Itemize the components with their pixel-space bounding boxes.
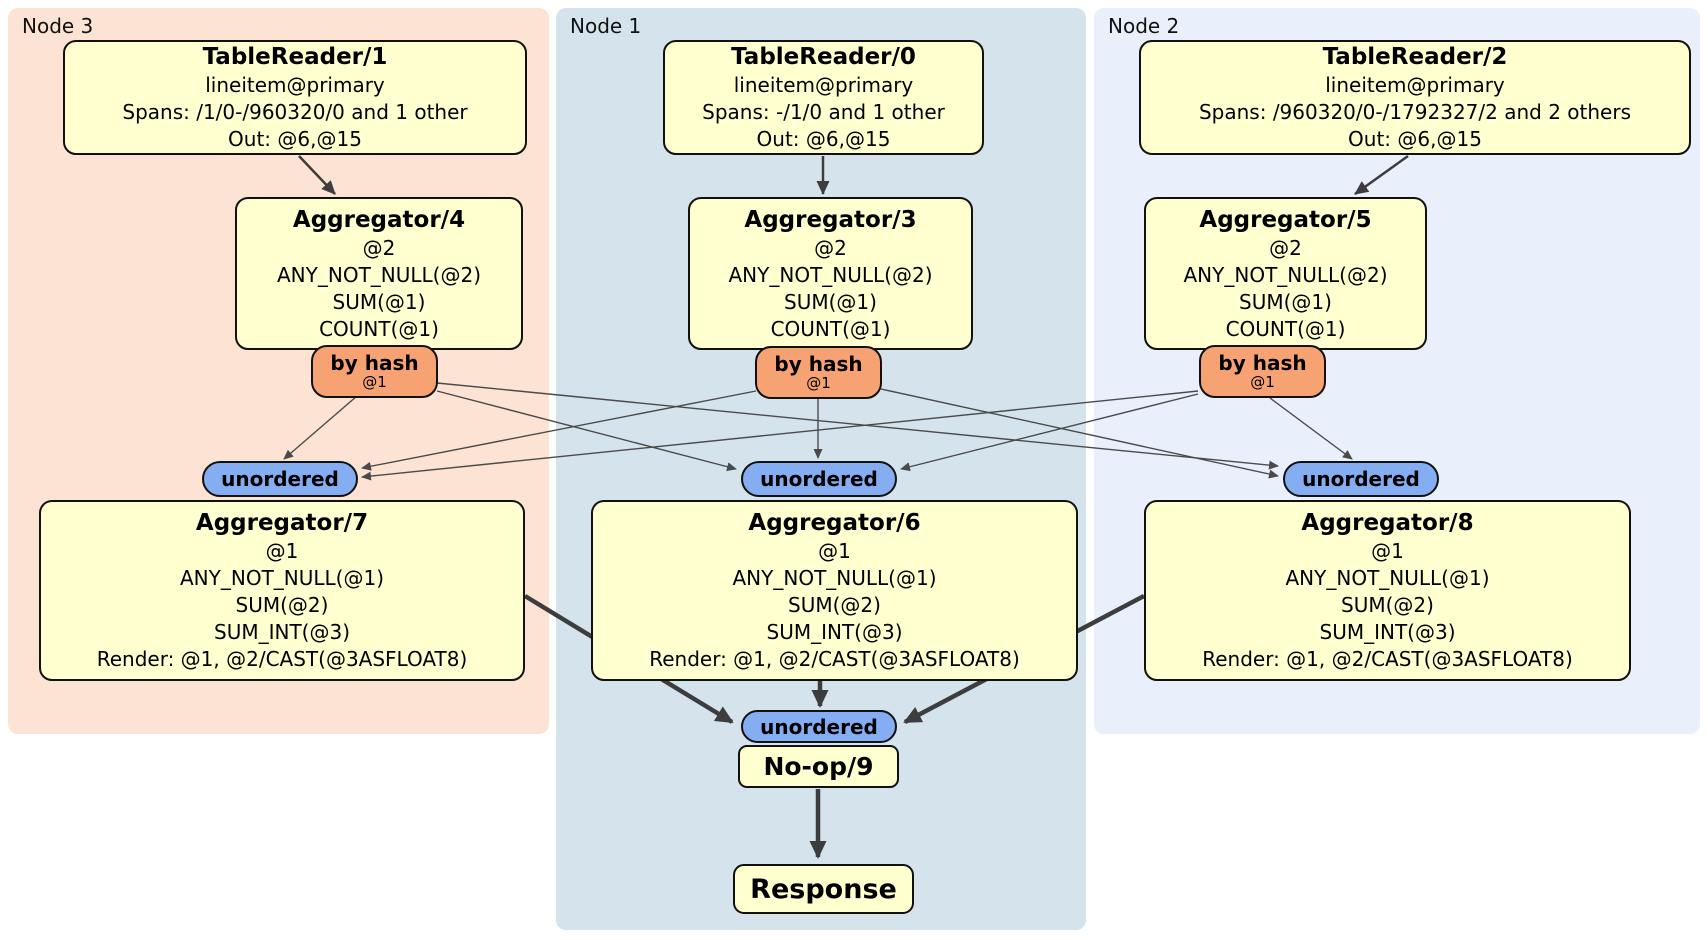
- processor-agg-line: ANY_NOT_NULL(@1): [180, 566, 384, 590]
- edge-router3-sync1: [436, 390, 737, 472]
- processor-index-line: lineitem@primary: [733, 73, 914, 97]
- processor-tablereader-0: TableReader/0 lineitem@primary Spans: -/…: [663, 40, 984, 155]
- processor-out-line: Out: @6,@15: [228, 127, 362, 151]
- processor-agg-line: ANY_NOT_NULL(@1): [732, 566, 937, 590]
- response-node: Response: [733, 864, 914, 914]
- processor-agg-line: SUM_INT(@3): [766, 620, 903, 644]
- hash-router-columns: @1: [362, 373, 387, 391]
- processor-agg-line: COUNT(@1): [1225, 316, 1346, 341]
- processor-agg-line: ANY_NOT_NULL(@1): [1285, 566, 1490, 590]
- processor-group-line: @1: [818, 539, 851, 563]
- processor-group-line: @1: [1371, 539, 1404, 563]
- processor-aggregator-3: Aggregator/3 @2 ANY_NOT_NULL(@2) SUM(@1)…: [688, 197, 973, 350]
- processor-agg-line: ANY_NOT_NULL(@2): [277, 262, 481, 287]
- edge-tr2-agg5: [1354, 154, 1409, 196]
- hash-router-label: by hash: [330, 351, 419, 375]
- processor-out-line: Out: @6,@15: [1348, 127, 1482, 151]
- processor-render-line: Render: @1, @2/CAST(@3ASFLOAT8): [1202, 647, 1573, 671]
- processor-title: TableReader/0: [731, 44, 916, 70]
- unordered-sync-final: unordered: [741, 710, 897, 743]
- edge-router1-sync2: [880, 388, 1279, 479]
- edge-router1-sync3: [361, 390, 757, 471]
- processor-agg-line: SUM_INT(@3): [214, 620, 350, 644]
- processor-group-line: @2: [1269, 235, 1302, 260]
- processor-render-line: Render: @1, @2/CAST(@3ASFLOAT8): [649, 647, 1020, 671]
- processor-title: Aggregator/3: [744, 206, 917, 233]
- hash-router-node3: by hash @1: [311, 345, 438, 398]
- edge-router2-sync1: [900, 393, 1199, 472]
- processor-title: Aggregator/8: [1301, 510, 1474, 536]
- processor-title: Aggregator/6: [748, 510, 921, 536]
- processor-agg-line: SUM(@1): [1239, 289, 1332, 314]
- processor-index-line: lineitem@primary: [205, 73, 385, 97]
- hash-router-node2: by hash @1: [1199, 345, 1326, 398]
- unordered-sync-node2: unordered: [1283, 461, 1439, 497]
- processor-agg-line: SUM_INT(@3): [1319, 620, 1456, 644]
- processor-out-line: Out: @6,@15: [756, 127, 891, 151]
- processor-agg-line: ANY_NOT_NULL(@2): [728, 262, 933, 287]
- processor-spans-line: Spans: /1/0-/960320/0 and 1 other: [122, 100, 468, 124]
- processor-title: TableReader/1: [202, 44, 388, 70]
- processor-aggregator-7: Aggregator/7 @1 ANY_NOT_NULL(@1) SUM(@2)…: [39, 500, 525, 681]
- processor-agg-line: SUM(@2): [1341, 593, 1434, 617]
- node3-region-label: Node 3: [22, 14, 94, 38]
- processor-agg-line: COUNT(@1): [319, 316, 439, 341]
- processor-index-line: lineitem@primary: [1325, 73, 1505, 97]
- processor-aggregator-5: Aggregator/5 @2 ANY_NOT_NULL(@2) SUM(@1)…: [1144, 197, 1427, 350]
- processor-spans-line: Spans: /960320/0-/1792327/2 and 2 others: [1198, 100, 1631, 124]
- processor-agg-line: SUM(@1): [784, 289, 877, 314]
- processor-title: Aggregator/7: [195, 510, 369, 536]
- edge-router3-sync3: [283, 395, 358, 460]
- edge-router2-sync2: [1269, 397, 1353, 460]
- hash-router-label: by hash: [1218, 351, 1307, 375]
- processor-agg-line: COUNT(@1): [770, 316, 891, 341]
- processor-agg-line: SUM(@2): [235, 593, 329, 617]
- processor-noop-9: No-op/9: [738, 745, 899, 788]
- processor-aggregator-6: Aggregator/6 @1 ANY_NOT_NULL(@1) SUM(@2)…: [591, 500, 1078, 681]
- processor-agg-line: SUM(@2): [788, 593, 881, 617]
- processor-title: TableReader/2: [1322, 44, 1508, 70]
- processor-tablereader-2: TableReader/2 lineitem@primary Spans: /9…: [1139, 40, 1691, 155]
- unordered-sync-node3: unordered: [202, 461, 358, 497]
- processor-tablereader-1: TableReader/1 lineitem@primary Spans: /1…: [63, 40, 527, 155]
- processor-group-line: @1: [265, 539, 299, 563]
- hash-router-columns: @1: [806, 374, 831, 392]
- processor-group-line: @2: [814, 235, 847, 260]
- edge-tr1-agg4: [298, 155, 336, 195]
- processor-aggregator-4: Aggregator/4 @2 ANY_NOT_NULL(@2) SUM(@1)…: [235, 197, 523, 350]
- processor-title: Aggregator/4: [292, 206, 466, 233]
- processor-group-line: @2: [362, 235, 396, 260]
- processor-agg-line: SUM(@1): [332, 289, 426, 314]
- processor-aggregator-8: Aggregator/8 @1 ANY_NOT_NULL(@1) SUM(@2)…: [1144, 500, 1631, 681]
- unordered-sync-node1: unordered: [741, 461, 897, 497]
- edge-router2-sync3: [361, 390, 1199, 481]
- processor-agg-line: ANY_NOT_NULL(@2): [1183, 262, 1388, 287]
- hash-router-columns: @1: [1250, 373, 1275, 391]
- processor-title: Aggregator/5: [1199, 206, 1372, 233]
- processor-render-line: Render: @1, @2/CAST(@3ASFLOAT8): [96, 647, 468, 671]
- processor-spans-line: Spans: -/1/0 and 1 other: [702, 100, 945, 124]
- edge-router3-sync2: [436, 382, 1279, 470]
- node2-region-label: Node 2: [1108, 14, 1180, 38]
- hash-router-node1: by hash @1: [755, 346, 882, 399]
- hash-router-label: by hash: [774, 352, 863, 376]
- node1-region-label: Node 1: [570, 14, 642, 38]
